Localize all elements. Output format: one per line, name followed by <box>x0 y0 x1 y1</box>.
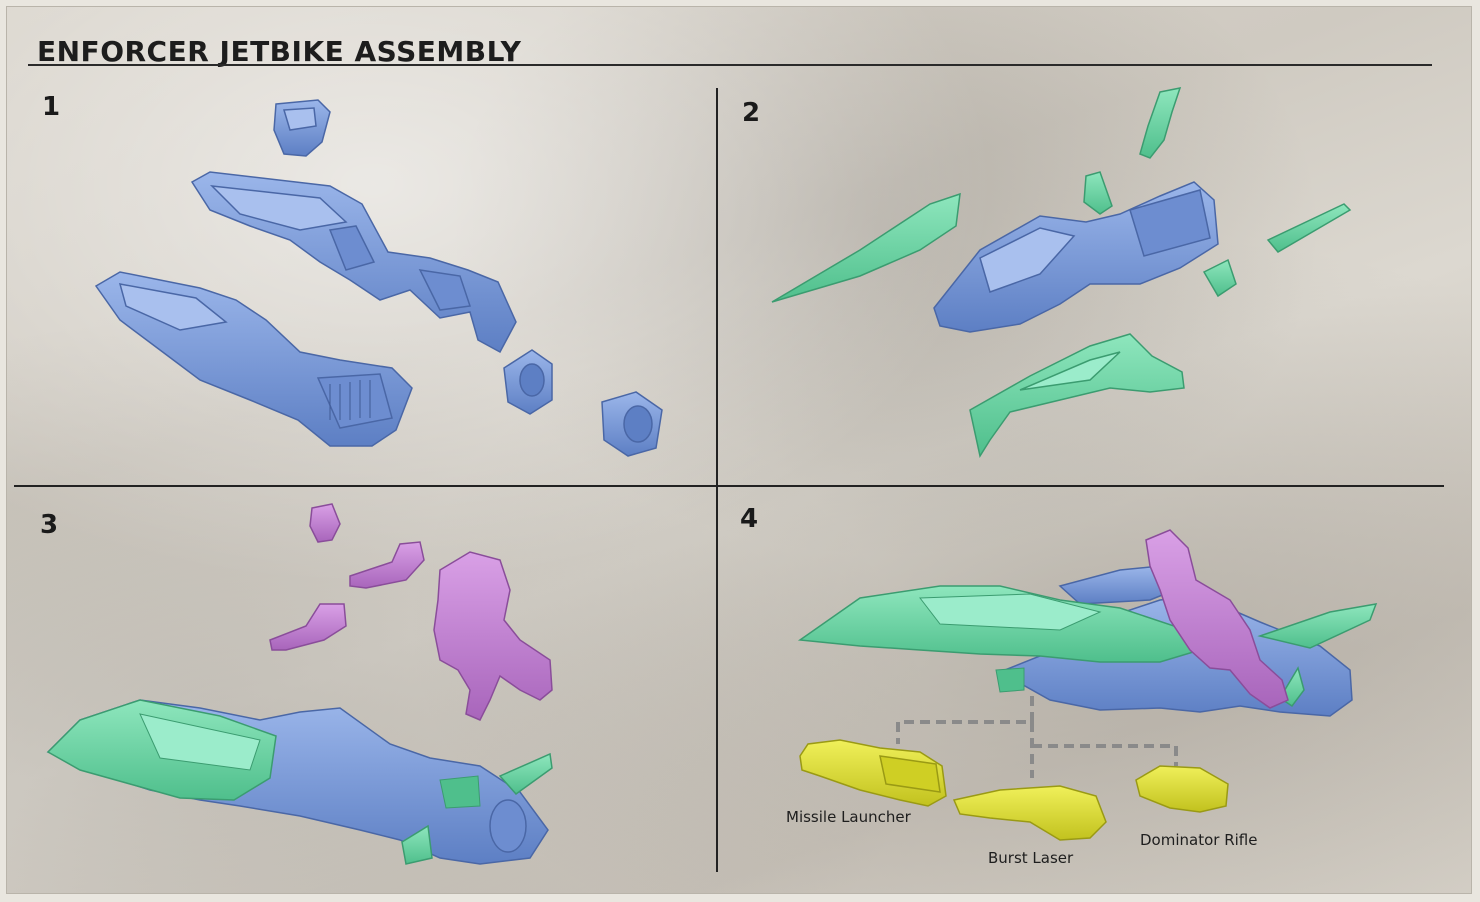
missile-launcher-label: Missile Launcher <box>786 808 911 826</box>
rider-arm-lower <box>269 603 347 651</box>
jetbike-complete <box>797 529 1378 717</box>
missile-launcher-part <box>799 739 947 807</box>
rider-arm-upper <box>349 541 425 589</box>
step-4-parts <box>797 529 1378 841</box>
armor-small-bracket-a <box>1083 171 1113 215</box>
step-number-1: 1 <box>42 92 61 122</box>
jetbike-step3 <box>46 699 553 865</box>
armor-fin-top <box>1139 87 1182 159</box>
hull-cockpit-piece <box>273 99 331 157</box>
dominator-rifle-label: Dominator Rifle <box>1140 831 1258 849</box>
armor-small-bracket-b <box>1202 258 1237 298</box>
burst-laser-label: Burst Laser <box>988 849 1074 867</box>
armor-thin-strip <box>1266 203 1352 253</box>
rider-head <box>309 503 341 543</box>
step-1-parts <box>94 99 663 457</box>
hull-lower-half <box>94 271 413 447</box>
page-title: ENFORCER JETBIKE ASSEMBLY <box>37 35 522 68</box>
rider-body <box>433 551 553 721</box>
horizontal-panel-divider <box>14 485 1444 487</box>
step-2-parts <box>771 87 1352 458</box>
hull-assembled <box>933 181 1219 333</box>
weapon-connector-lines <box>896 696 1178 778</box>
step-number-2: 2 <box>742 98 761 128</box>
vertical-panel-divider <box>716 88 718 872</box>
engine-ring-b <box>601 391 663 457</box>
step-number-3: 3 <box>40 510 59 540</box>
armor-side-panel <box>969 333 1185 458</box>
step-number-4: 4 <box>740 504 759 534</box>
dominator-rifle-part <box>1135 765 1229 813</box>
engine-ring-a <box>503 349 553 415</box>
armor-long-blade <box>771 192 961 303</box>
title-divider <box>28 64 1432 66</box>
hull-upper-half <box>190 171 517 354</box>
step-3-parts <box>46 503 553 865</box>
burst-laser-part <box>952 785 1107 841</box>
